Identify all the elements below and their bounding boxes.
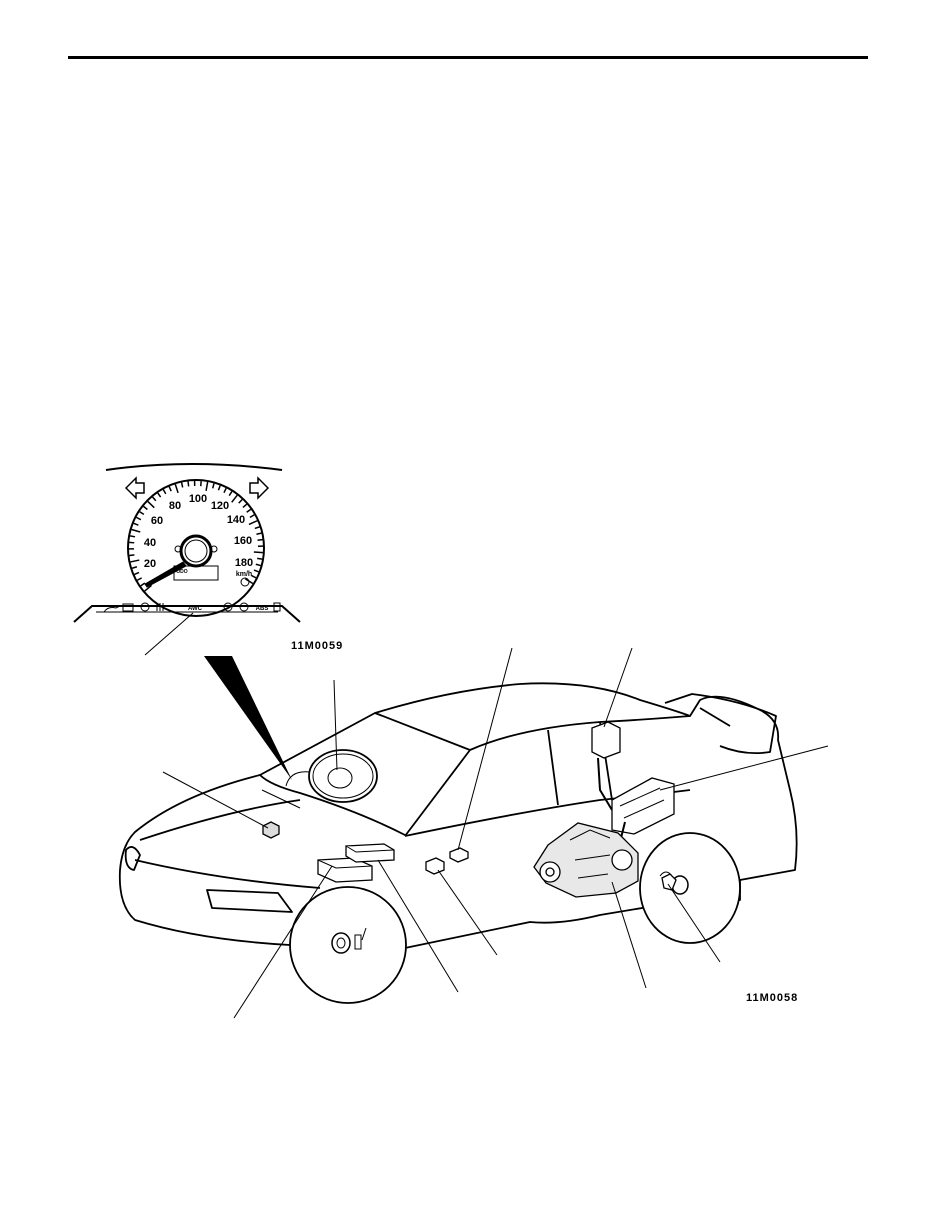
oil-pressure-icon xyxy=(103,605,121,613)
g-sensor xyxy=(262,821,280,839)
awc-warning-lamp: AWC xyxy=(188,606,203,612)
speedometer-tick xyxy=(253,551,263,554)
speed-label-40: 40 xyxy=(144,537,156,549)
speedometer-tick xyxy=(248,520,258,526)
speedometer-tick xyxy=(143,505,148,511)
speedometer-tick xyxy=(246,508,252,513)
steering-sensor xyxy=(449,847,469,863)
speedometer-tick xyxy=(168,486,172,492)
speedometer-tick xyxy=(238,498,243,504)
speedometer-ticks xyxy=(128,480,263,592)
speedometer-tick xyxy=(136,577,143,581)
speedometer-tick xyxy=(187,481,190,487)
speed-label-100: 100 xyxy=(189,493,207,505)
speedometer-tick xyxy=(134,571,140,576)
speedometer-tick xyxy=(131,566,138,569)
speedometer-tick xyxy=(139,511,145,516)
speedometer-tick xyxy=(136,516,142,521)
speed-label-160: 160 xyxy=(234,535,252,547)
leader-g-sensor xyxy=(162,771,269,829)
speed-label-120: 120 xyxy=(211,500,229,512)
front-wheel xyxy=(289,886,407,1004)
speedometer-tick xyxy=(223,487,227,493)
instrument-cluster xyxy=(73,463,301,623)
speed-unit: km/h xyxy=(236,571,252,578)
leader-small-sensor xyxy=(437,869,498,956)
left-turn-indicator-icon xyxy=(124,476,145,500)
cluster-callout-pointer xyxy=(204,656,292,780)
speedometer-tick xyxy=(130,559,140,563)
speedometer-tick xyxy=(162,489,167,495)
abs-warning-lamp: ABS xyxy=(256,606,269,612)
leader-differential xyxy=(611,881,647,989)
brake-icon xyxy=(223,602,233,612)
awc-components xyxy=(262,721,677,898)
speedometer-tick xyxy=(140,582,146,587)
speedometer-tick xyxy=(144,584,153,592)
speedometer-tick xyxy=(254,526,260,530)
leader-awc-ecu xyxy=(377,859,459,993)
header-rule xyxy=(68,56,868,59)
speedometer-tick xyxy=(133,522,139,526)
speedometer-dial xyxy=(127,479,265,617)
speedometer-tick xyxy=(255,563,261,567)
hydraulic-reservoir xyxy=(591,721,621,759)
speedometer-tick xyxy=(131,528,141,533)
speed-label-20: 20 xyxy=(144,558,156,570)
speedometer-tick xyxy=(257,538,263,541)
leader-engine-ecu xyxy=(233,865,333,1019)
leader-relay xyxy=(457,647,513,851)
odometer-label: ODO xyxy=(176,569,188,575)
leader-lines xyxy=(162,647,829,1019)
speedometer-tick xyxy=(129,554,135,557)
leader-rear-sensor xyxy=(667,883,721,963)
speedometer-tick xyxy=(180,482,184,488)
speedometer-tick xyxy=(211,483,215,489)
leader-hydraulic-unit xyxy=(659,745,829,791)
speedometer-tick xyxy=(256,532,262,535)
warning-lamp-row xyxy=(103,602,281,613)
speed-label-180: 180 xyxy=(235,557,253,569)
speedometer-tick xyxy=(217,485,221,491)
awc-lamp-leader xyxy=(144,612,194,656)
speedometer-needle xyxy=(144,561,187,588)
speedometer-tick xyxy=(228,491,233,497)
speedometer-labels: 20 40 60 80 100 120 140 160 180 km/h ODO xyxy=(144,493,253,578)
speedometer-tick xyxy=(147,500,155,509)
speed-label-60: 60 xyxy=(151,515,163,527)
speedometer-tick xyxy=(174,484,179,494)
odometer-window xyxy=(173,565,219,581)
speedometer-tick xyxy=(251,574,257,579)
leader-reservoir xyxy=(603,647,633,728)
steering-wheel xyxy=(308,749,378,803)
speedometer-tick xyxy=(249,514,255,519)
speedometer-tick xyxy=(205,481,209,492)
rear-wheel xyxy=(639,832,741,944)
fuel-icon xyxy=(273,602,281,612)
glow-icon xyxy=(156,603,164,611)
speed-label-80: 80 xyxy=(169,500,181,512)
battery-icon xyxy=(122,603,134,612)
speedometer-tick xyxy=(231,494,238,503)
speedometer-tick xyxy=(253,569,259,573)
rear-wheel-speed-sensor xyxy=(661,873,677,891)
leader-steering xyxy=(333,679,338,771)
right-turn-indicator-icon xyxy=(249,476,270,500)
engine-icon xyxy=(140,602,150,612)
speedometer-tick xyxy=(152,496,157,502)
hydraulic-unit xyxy=(611,777,675,835)
awc-relay xyxy=(425,857,445,875)
speedometer-tick xyxy=(242,503,248,509)
speed-label-140: 140 xyxy=(227,514,245,526)
speedometer-tick xyxy=(129,535,136,538)
figure-code-cluster: 11M0059 xyxy=(291,640,344,652)
speedometer-tick xyxy=(157,492,162,498)
figure-code-vehicle: 11M0058 xyxy=(746,992,799,1004)
speedometer-tick xyxy=(257,557,263,560)
seatbelt-icon xyxy=(239,602,249,612)
